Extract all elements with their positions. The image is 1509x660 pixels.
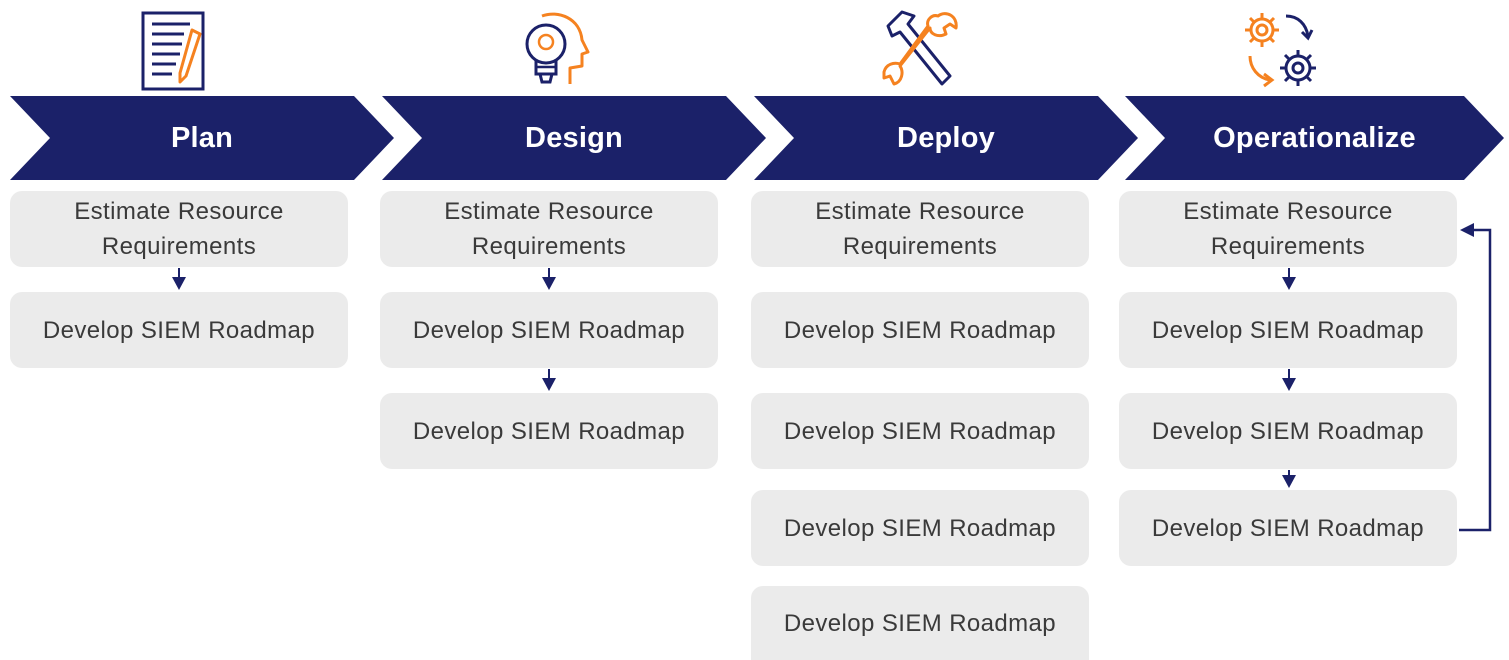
step-box: Develop SIEM Roadmap — [751, 586, 1089, 660]
step-box: Estimate Resource Requirements — [380, 191, 718, 267]
phase-header-deploy: Deploy — [754, 96, 1138, 180]
step-box: Estimate Resource Requirements — [10, 191, 348, 267]
down-arrow-icon — [172, 268, 186, 290]
step-box: Develop SIEM Roadmap — [751, 292, 1089, 368]
step-box: Develop SIEM Roadmap — [1119, 292, 1457, 368]
phase-title: Design — [525, 121, 623, 154]
phase-header-operationalize: Operationalize — [1125, 96, 1504, 180]
step-box: Estimate Resource Requirements — [1119, 191, 1457, 267]
hammer-wrench-icon — [880, 6, 964, 95]
lightbulb-head-icon — [520, 8, 590, 97]
phase-header-plan: Plan — [10, 96, 394, 180]
down-arrow-icon — [1282, 369, 1296, 391]
document-pencil-icon — [140, 10, 210, 97]
gears-cycle-icon — [1240, 8, 1326, 97]
step-box: Develop SIEM Roadmap — [380, 393, 718, 469]
step-box: Develop SIEM Roadmap — [1119, 490, 1457, 566]
down-arrow-icon — [1282, 470, 1296, 488]
down-arrow-icon — [542, 369, 556, 391]
left-arrow-icon — [1460, 223, 1474, 237]
phase-title: Deploy — [897, 121, 995, 154]
phase-title: Operationalize — [1213, 121, 1416, 154]
phase-title: Plan — [170, 121, 234, 154]
step-box: Estimate Resource Requirements — [751, 191, 1089, 267]
step-box: Develop SIEM Roadmap — [1119, 393, 1457, 469]
step-box: Develop SIEM Roadmap — [751, 393, 1089, 469]
phase-header-design: Design — [382, 96, 766, 180]
feedback-loop-arrow — [1459, 228, 1492, 532]
down-arrow-icon — [542, 268, 556, 290]
step-box: Develop SIEM Roadmap — [10, 292, 348, 368]
step-box: Develop SIEM Roadmap — [751, 490, 1089, 566]
down-arrow-icon — [1282, 268, 1296, 290]
step-box: Develop SIEM Roadmap — [380, 292, 718, 368]
